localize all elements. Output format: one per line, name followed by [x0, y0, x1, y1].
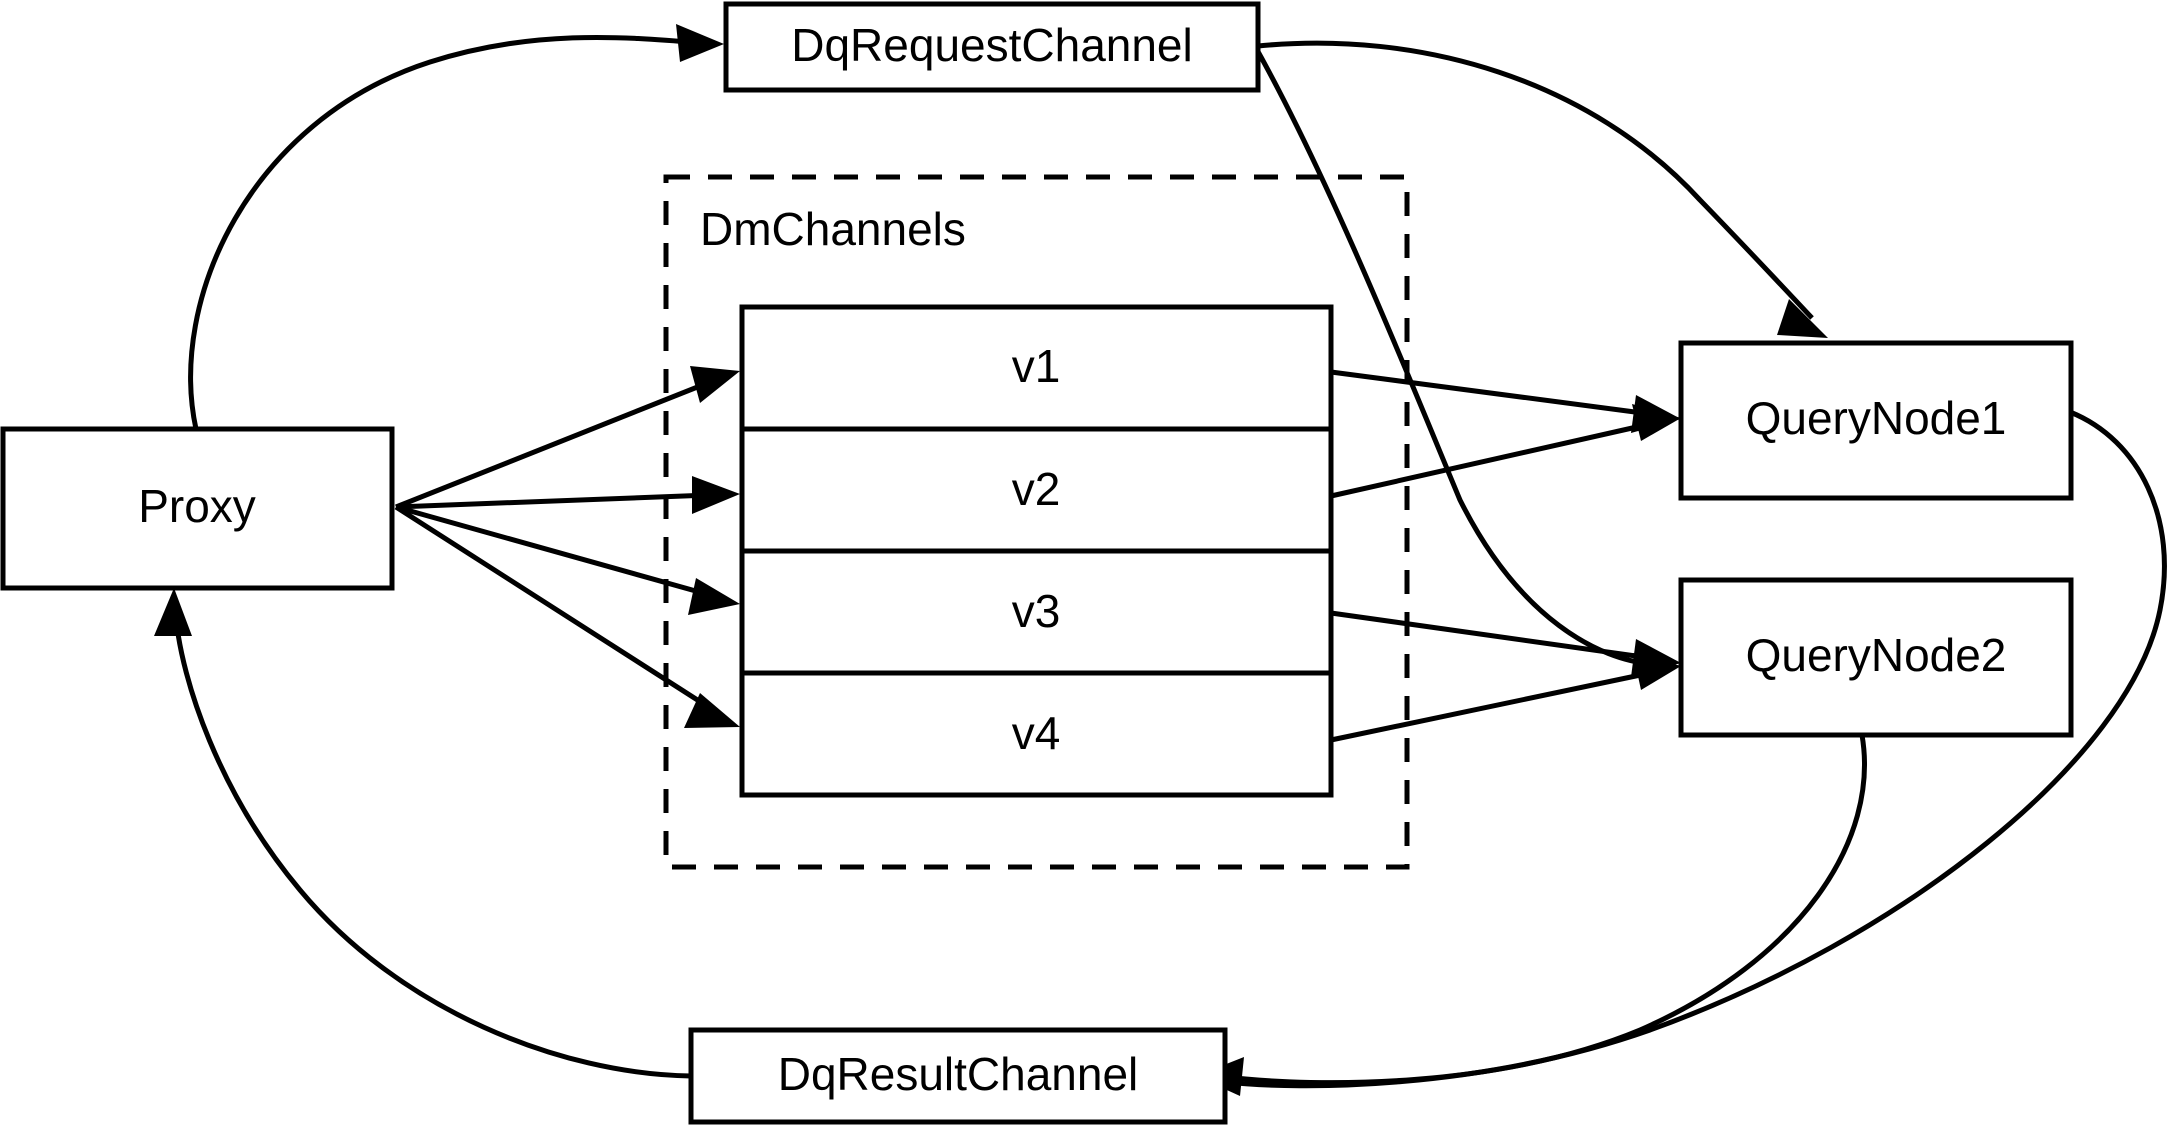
channel-row-v3: v3	[1012, 585, 1061, 637]
node-querynode2-box[interactable]	[1678, 577, 2074, 738]
arrowhead-querynode1-left-b	[1632, 404, 1681, 441]
node-dqrequestchannel[interactable]: DqRequestChannel	[723, 1, 1261, 93]
edge-dqresultchannel-to-proxy	[154, 588, 692, 1079]
node-dqresultchannel[interactable]: DqResultChannel	[688, 1027, 1228, 1125]
channel-row-v1: v1	[1012, 340, 1061, 392]
node-proxy-label: Proxy	[138, 480, 256, 532]
node-querynode2-label: QueryNode2	[1746, 629, 2007, 681]
arrowhead-v4-left	[684, 693, 740, 728]
channel-row-v2: v2	[1012, 463, 1061, 515]
arrowhead-proxy-bottom	[154, 588, 192, 636]
edge-proxy-to-v1	[395, 366, 740, 510]
node-proxy-box[interactable]	[0, 426, 395, 591]
edge-v3-to-querynode2	[1330, 610, 1681, 677]
node-querynode1-box[interactable]	[1678, 340, 2074, 501]
node-dqrequestchannel-box[interactable]	[723, 1, 1261, 93]
edge-querynode1-to-dqresultchannel	[1225, 409, 2167, 1089]
node-dqresultchannel-box[interactable]	[688, 1027, 1228, 1125]
dmchannels-group: DmChannels	[663, 174, 1410, 870]
node-querynode1[interactable]: QueryNode1	[1678, 340, 2074, 501]
channel-row-v4: v4	[1012, 707, 1061, 759]
edge-dqrequestchannel-to-querynode1	[1257, 40, 1828, 338]
edge-v4-to-querynode2	[1330, 653, 1681, 743]
edge-proxy-to-v4	[394, 504, 740, 728]
node-querynode1-label: QueryNode1	[1746, 392, 2007, 444]
edge-v2-to-querynode1	[1330, 404, 1681, 499]
edge-proxy-to-dqrequestchannel	[188, 24, 724, 430]
node-dqresultchannel-label: DqResultChannel	[778, 1048, 1139, 1100]
arrowhead-querynode1-top	[1777, 299, 1828, 338]
arrowhead-v1-left	[690, 366, 740, 403]
edge-dqrequestchannel-to-querynode2	[1253, 46, 1653, 667]
arrowhead-v3-left	[688, 578, 740, 615]
arrowhead-querynode2-left-b	[1633, 653, 1681, 690]
edge-proxy-to-v2	[395, 476, 740, 514]
edge-proxy-to-v3	[395, 504, 740, 615]
dmchannels-group-label: DmChannels	[700, 203, 966, 255]
dmchannels-table: v1 v2 v3 v4	[739, 304, 1334, 798]
edge-v1-to-querynode1	[1330, 369, 1681, 433]
arrowhead-v2-left	[692, 476, 740, 514]
node-dqrequestchannel-label: DqRequestChannel	[791, 19, 1193, 71]
node-proxy[interactable]: Proxy	[0, 426, 395, 591]
arrowhead-dqrequestchannel-left	[676, 24, 724, 62]
node-querynode2[interactable]: QueryNode2	[1678, 577, 2074, 738]
